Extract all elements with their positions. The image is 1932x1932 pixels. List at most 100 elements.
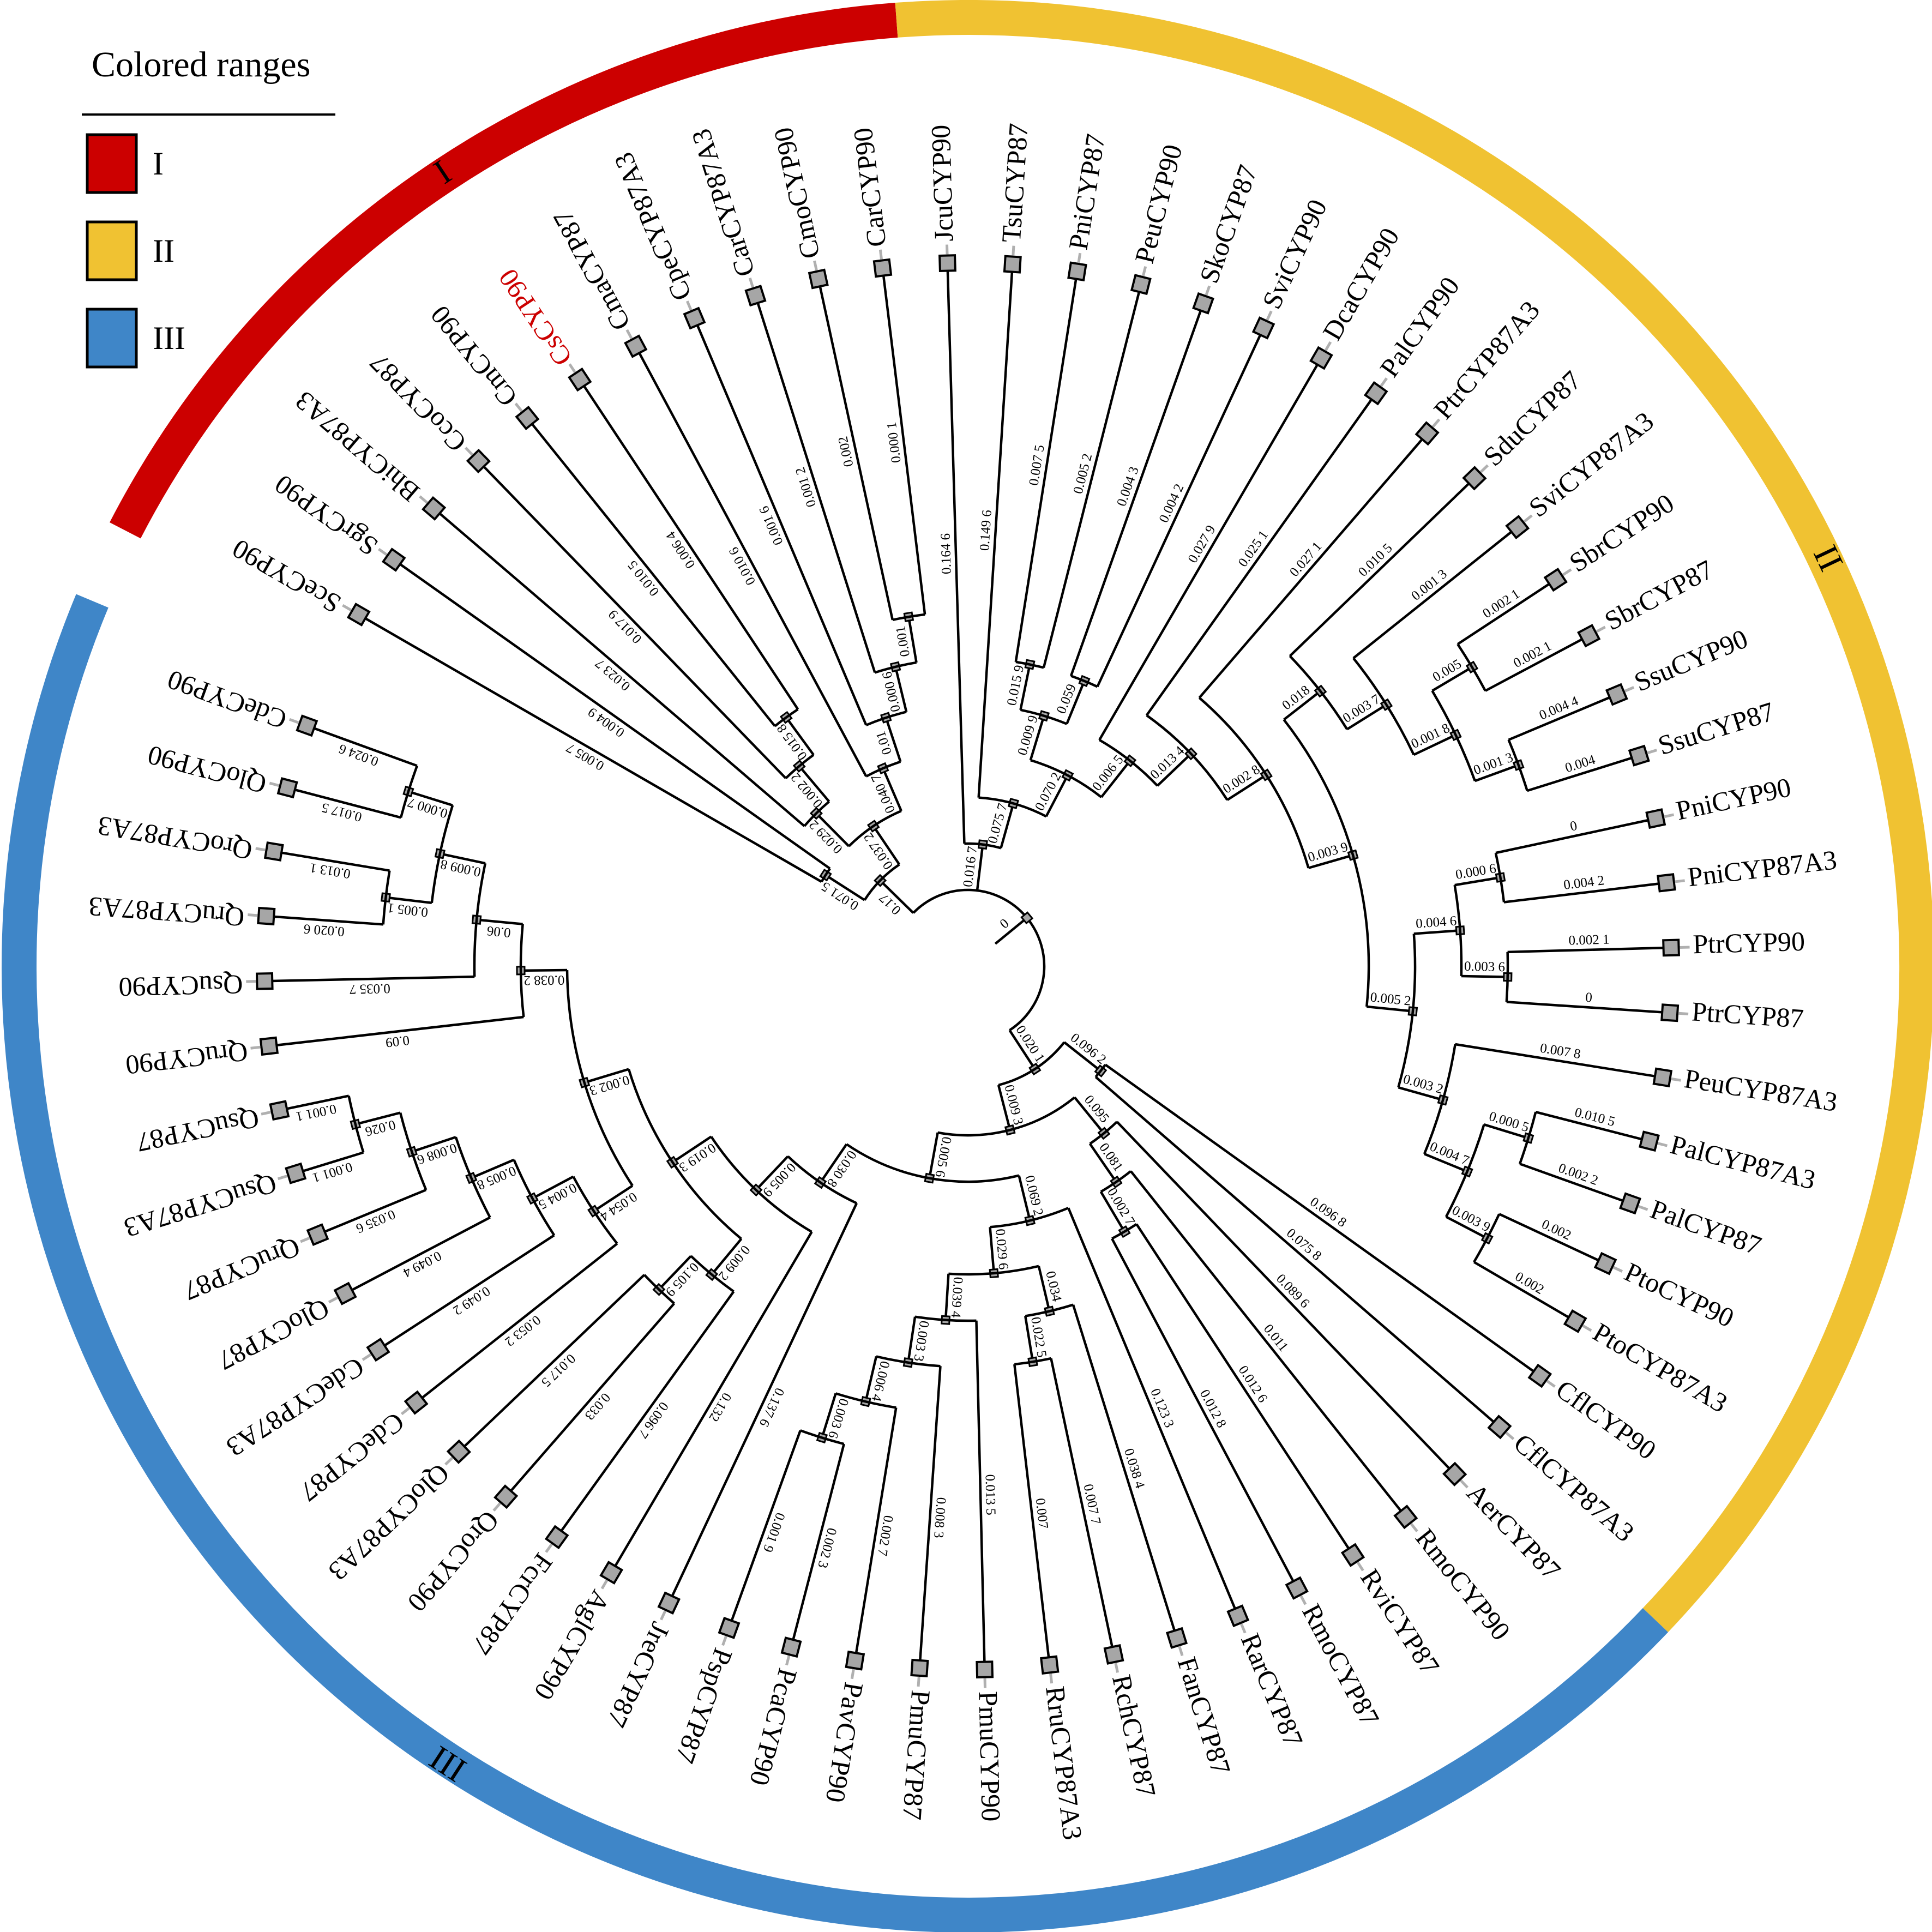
leaf-connector [269,781,280,787]
branch-line [317,1188,427,1236]
leaf-marker [1040,1655,1060,1675]
leaf-label: SkoCYP87 [1193,161,1263,287]
branch-line [864,1356,878,1402]
branch-arc [710,1136,812,1233]
branch-length-label: 0.002 1 [1568,932,1610,948]
branch-arc [1352,657,1415,756]
branch-arc [1445,1124,1485,1218]
branch-length-label: 0.020 6 [303,921,345,938]
leaf-marker [1130,274,1152,296]
leaf-connector [464,447,474,456]
branch-arc [912,888,1046,1032]
branch-line [658,1255,692,1291]
branch-line [1098,357,1322,741]
leaf-label: SceCYP90 [227,533,346,619]
legend-label-i: I [153,146,164,182]
legend-item-iii: III [86,308,185,369]
leaf-connector [813,260,818,271]
root-branch-length-label: 0 [997,916,1012,932]
branch-length-label: 0.000 6 [880,670,904,713]
tree-branches [246,244,1690,1688]
branch-arc [473,863,487,977]
leaf-label: PtoCYP90 [1620,1256,1739,1333]
leaf-label: SsuCYP87 [1654,696,1778,761]
branch-line [1018,1175,1031,1221]
branch-line [1073,1096,1105,1134]
branch-arc [1030,759,1103,798]
leaf-marker [1628,744,1650,767]
leaf-marker [1251,316,1275,340]
leaf-marker [257,906,276,926]
leaf-connector [660,1610,667,1621]
leaf-label: PalCYP87 [1647,1194,1766,1261]
leaf-connector [1178,1646,1184,1657]
leaf-connector [1049,1673,1054,1684]
leaf-connector [1410,1522,1418,1532]
branch-arc [848,810,902,847]
leaf-connector [250,1045,261,1050]
branch-line [882,768,902,811]
branch-length-label: 0.029 6 [992,1228,1010,1270]
leaf-connector [1077,252,1082,263]
leaf-label: PavCYP90 [820,1680,870,1804]
leaf-connector [514,402,523,412]
leaf-label: SsuCYP90 [1630,623,1752,697]
range-arc-i [110,3,898,539]
branch-arc [454,1136,491,1218]
branch-line [1096,327,1265,688]
leaf-connector [600,1579,609,1590]
branch-line [1063,1041,1102,1072]
leaf-label: SbrCYP90 [1564,487,1680,578]
leaf-label: RchCYP87 [1106,1672,1162,1799]
leaf-connector [785,1655,791,1666]
leaf-marker [1639,1130,1660,1152]
branch-line [693,317,868,726]
leaf-label: RmoCYP90 [1410,1522,1516,1646]
branch-line [821,1393,837,1439]
branch-arc [1505,952,1509,1002]
leaf-label: RmoCYP87 [1296,1599,1386,1731]
branch-line [667,1202,858,1604]
leaf-label: PspCYP87 [670,1644,739,1767]
leaf-connector [1505,1431,1515,1440]
branch-line [306,724,418,767]
leaf-marker [1340,1543,1365,1567]
branch-line [918,1366,942,1669]
leaf-connector [748,278,755,288]
branch-line [355,1111,401,1126]
leaf-label: SviCYP90 [1256,195,1333,314]
branch-line [1129,1170,1407,1518]
branch-line [458,1274,646,1453]
branch-arc [513,1159,556,1236]
leaf-label: PmuCYP87 [897,1689,936,1821]
branch-length-label: 0.06 [486,923,511,940]
leaf-label: CarCYP87A3 [685,125,761,280]
leaf-marker [683,306,706,330]
branch-line [377,1234,555,1351]
leaf-label: PniCYP87A3 [1686,844,1839,892]
leaf-marker [1165,1627,1188,1649]
branch-line [1135,1223,1354,1556]
branch-line [815,812,850,847]
branch-line [411,1136,456,1153]
branch-line [1067,1207,1239,1617]
leaf-label: SgrCYP90 [269,469,383,562]
branch-line [1413,929,1460,935]
leaf-connector [568,363,576,374]
leaf-marker [515,405,540,430]
branch-line [279,1094,350,1112]
leaf-connector [1205,285,1211,296]
branch-line [881,268,926,615]
leaf-connector [1459,1479,1469,1489]
leaf-connector [1141,266,1147,276]
branch-arc [572,1176,618,1244]
leaf-label: TsuCYP87 [996,122,1034,243]
branch-arc [430,805,454,904]
leaf-marker [808,268,829,290]
branch-line [879,880,914,914]
branch-line [1104,1063,1541,1377]
legend-swatch-iii [86,308,138,369]
leaf-label: CmoCYP90 [768,125,826,262]
branch-line [755,1155,789,1191]
